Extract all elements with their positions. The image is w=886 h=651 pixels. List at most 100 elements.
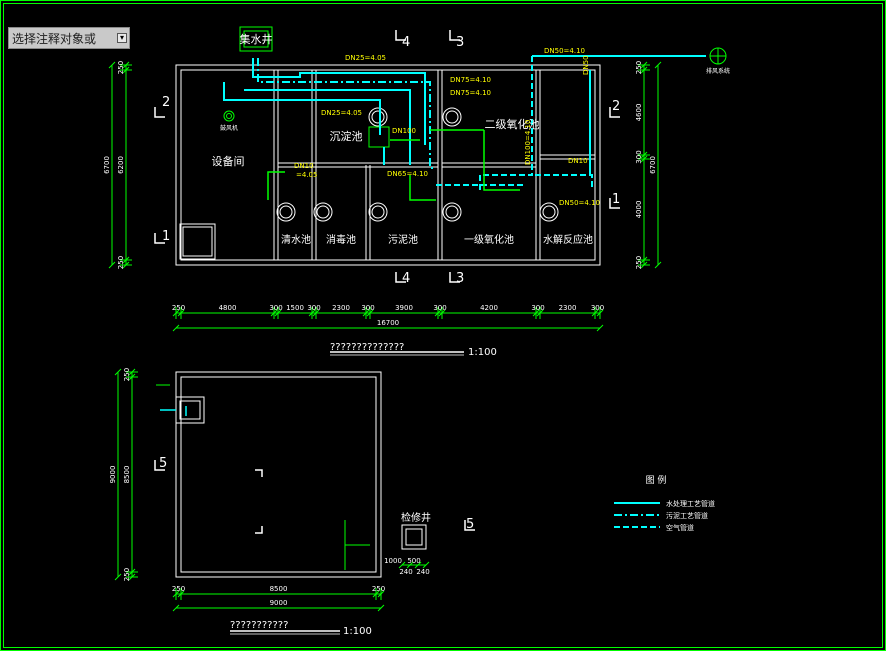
room-label-sludge: 污泥池 xyxy=(388,233,418,246)
manhole-openings xyxy=(276,107,559,222)
dimension-label: 300 xyxy=(591,304,604,312)
dimension-tick xyxy=(414,561,422,569)
section-mark-3: 3 xyxy=(456,35,464,50)
dimension-tick xyxy=(128,573,136,581)
dimension-label: 1000 xyxy=(384,557,402,565)
dimension-tick xyxy=(108,61,116,69)
dimension-tick xyxy=(172,324,180,332)
room-label-sediment: 沉淀池 xyxy=(330,129,363,143)
room-label-secondary-oxidation: 二级氧化池 xyxy=(485,117,540,131)
well-top-label: 集水井 xyxy=(240,32,273,46)
dimension-tick xyxy=(362,309,370,317)
dimension-tick xyxy=(122,256,130,264)
room-label-equipment: 设备间 xyxy=(212,154,245,168)
pipe-label: DN50 xyxy=(582,55,590,75)
dimension-label: 250 xyxy=(172,585,185,593)
dimension-tick xyxy=(434,309,442,317)
dimension-tick xyxy=(640,256,648,264)
dimension-tick xyxy=(591,309,599,317)
pipe-label: DN25=4.05 xyxy=(321,109,362,117)
legend-title: 图 例 xyxy=(646,474,667,486)
pipe-label: DN10 xyxy=(294,162,314,170)
dimension-tick xyxy=(640,61,648,69)
inspection-well-label: 检修井 xyxy=(401,511,431,524)
dimension-label: 500 xyxy=(407,557,420,565)
dimension-label: 9000 xyxy=(109,466,117,484)
dimension-label: 1500 xyxy=(286,304,304,312)
dimension-tick xyxy=(422,561,430,569)
dimension-tick xyxy=(114,368,122,376)
pipe-label: DN10 xyxy=(568,157,588,165)
dimension-tick xyxy=(128,368,136,376)
dimension-label: 250 xyxy=(635,256,643,269)
dimension-label: 250 xyxy=(123,568,131,581)
chevron-down-icon[interactable]: ▾ xyxy=(117,33,127,43)
annotation-scale-dropdown[interactable]: 选择注释对象或 ▾ xyxy=(8,27,130,49)
pipe-label: DN100=4.10 xyxy=(524,120,532,165)
pipe-label: DN50=4.10 xyxy=(544,47,585,55)
dimension-tick xyxy=(377,590,385,598)
plan2-scale: 1:100 xyxy=(343,626,372,637)
dimension-label: 3900 xyxy=(395,304,413,312)
section-mark-3: 3 xyxy=(456,271,464,286)
dimension-label: 250 xyxy=(117,256,125,269)
dimension-tick xyxy=(406,561,414,569)
exhaust-label: 排风系统 xyxy=(706,67,730,75)
dimension-label: 300 xyxy=(531,304,544,312)
section-mark-5: 5 xyxy=(159,456,167,471)
dimension-tick xyxy=(438,309,446,317)
section-mark-4: 4 xyxy=(402,35,410,50)
dimension-tick xyxy=(398,561,406,569)
dimension-tick xyxy=(122,261,130,269)
dimension-label: 4000 xyxy=(635,201,643,219)
green-pipes xyxy=(267,129,520,201)
dimension-tick xyxy=(596,324,604,332)
section-mark-4: 4 xyxy=(402,271,410,286)
dimension-tick xyxy=(177,590,185,598)
dimension-tick xyxy=(128,373,136,381)
dimension-label: 9000 xyxy=(270,599,288,607)
dimension-tick xyxy=(274,309,282,317)
dimension-tick xyxy=(177,309,185,317)
dimension-lines xyxy=(108,61,662,612)
legend-label: 水处理工艺管道 xyxy=(666,499,715,508)
dimension-tick xyxy=(312,309,320,317)
section-mark-2: 2 xyxy=(162,95,170,110)
dimension-tick xyxy=(366,309,374,317)
pipe-label: DN25=4.05 xyxy=(345,54,386,62)
dimension-label: 300 xyxy=(635,150,643,163)
dimension-tick xyxy=(654,61,662,69)
dimension-tick xyxy=(640,155,648,163)
dimension-label: 240 xyxy=(416,568,429,576)
plan-outline xyxy=(175,64,601,266)
room-label-clear-water: 清水池 xyxy=(281,233,311,246)
dimension-label: 2300 xyxy=(559,304,577,312)
dimension-label: 4200 xyxy=(480,304,498,312)
pipe-label: DN100 xyxy=(392,127,416,135)
room-label-primary-oxidation: 一级氧化池 xyxy=(464,233,514,246)
section-mark-5: 5 xyxy=(466,517,474,532)
dimension-label: 250 xyxy=(117,61,125,74)
dimension-tick xyxy=(128,568,136,576)
dimension-label: 8500 xyxy=(123,466,131,484)
dimension-tick xyxy=(114,573,122,581)
plan2-title: ??????????? xyxy=(230,620,288,631)
dimension-tick xyxy=(308,309,316,317)
plan2-pipes xyxy=(160,406,187,416)
dimension-tick xyxy=(532,309,540,317)
dimension-label: 300 xyxy=(269,304,282,312)
pipe-label: =4.05 xyxy=(296,171,317,179)
section-mark-1: 1 xyxy=(162,229,170,244)
pipe-label: DN75=4.10 xyxy=(450,89,491,97)
room-label-disinfection: 消毒池 xyxy=(326,233,356,246)
dimension-label: 6200 xyxy=(117,156,125,174)
dimension-label: 4800 xyxy=(219,304,237,312)
dimension-label: 8500 xyxy=(270,585,288,593)
dimension-label: 250 xyxy=(172,304,185,312)
dimension-label: 300 xyxy=(361,304,374,312)
dimension-tick xyxy=(270,309,278,317)
